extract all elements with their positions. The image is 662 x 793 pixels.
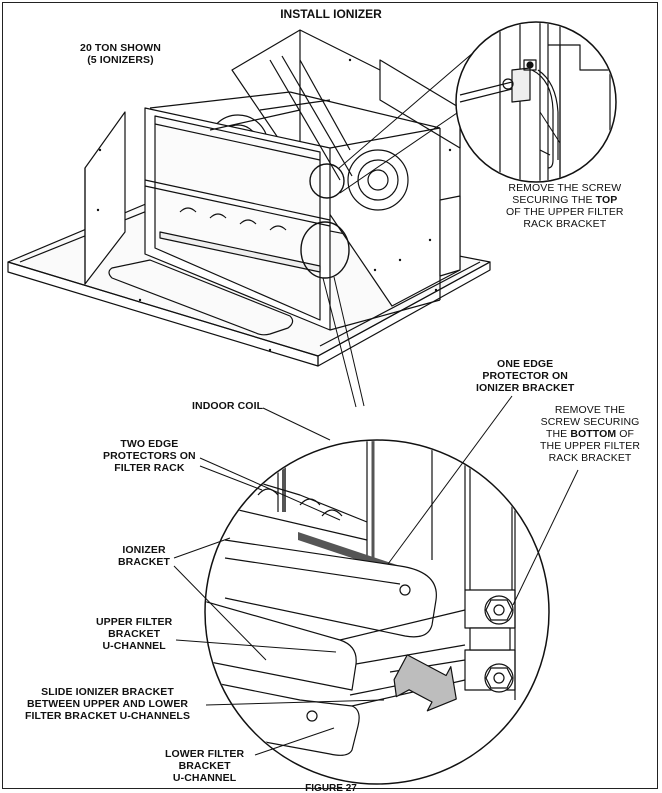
- label-slide-ionizer-bracket: SLIDE IONIZER BRACKET BETWEEN UPPER AND …: [25, 686, 191, 722]
- leader-lower-filter: [254, 727, 335, 756]
- label-indoor-coil: INDOOR COIL: [192, 400, 264, 412]
- bottom-detail-circle: [204, 439, 550, 785]
- leader-remove-bottom: [512, 469, 579, 606]
- leader-indoor-coil: [262, 407, 331, 441]
- top-detail-circle: [455, 21, 617, 183]
- figure-caption: FIGURE 27: [305, 783, 357, 791]
- figure-title: INSTALL IONIZER: [280, 7, 382, 21]
- label-remove-top-screw: REMOVE THE SCREW SECURING THE TOP OF THE…: [506, 182, 624, 230]
- leader-one-edge: [387, 395, 513, 565]
- leader-two-edge-b: [199, 465, 263, 491]
- leader-ionizer-bracket-b: [173, 565, 267, 661]
- bottom-bracket-callout-circle: [300, 221, 350, 279]
- label-one-edge-protector: ONE EDGE PROTECTOR ON IONIZER BRACKET: [476, 358, 575, 394]
- label-two-edge-protectors: TWO EDGE PROTECTORS ON FILTER RACK: [103, 438, 196, 474]
- leader-two-edge-a: [199, 457, 341, 521]
- leader-upper-filter: [175, 639, 337, 653]
- leader-slide: [205, 699, 385, 706]
- label-remove-bottom-screw: REMOVE THE SCREW SECURING THE BOTTOM OF …: [540, 404, 641, 464]
- label-upper-filter-bracket: UPPER FILTER BRACKET U-CHANNEL: [96, 616, 173, 652]
- leader-remove-top: [539, 111, 561, 144]
- leader-ionizer-bracket-a: [173, 537, 231, 559]
- top-bracket-callout-circle: [309, 163, 345, 199]
- label-ton-shown: 20 TON SHOWN (5 IONIZERS): [80, 42, 161, 66]
- label-ionizer-bracket: IONIZER BRACKET: [118, 544, 171, 568]
- label-lower-filter-bracket: LOWER FILTER BRACKET U-CHANNEL: [165, 748, 245, 784]
- bolt-bottom: [484, 663, 514, 693]
- rooftop-unit-drawing: [7, 29, 491, 367]
- bolt-top: [484, 595, 514, 625]
